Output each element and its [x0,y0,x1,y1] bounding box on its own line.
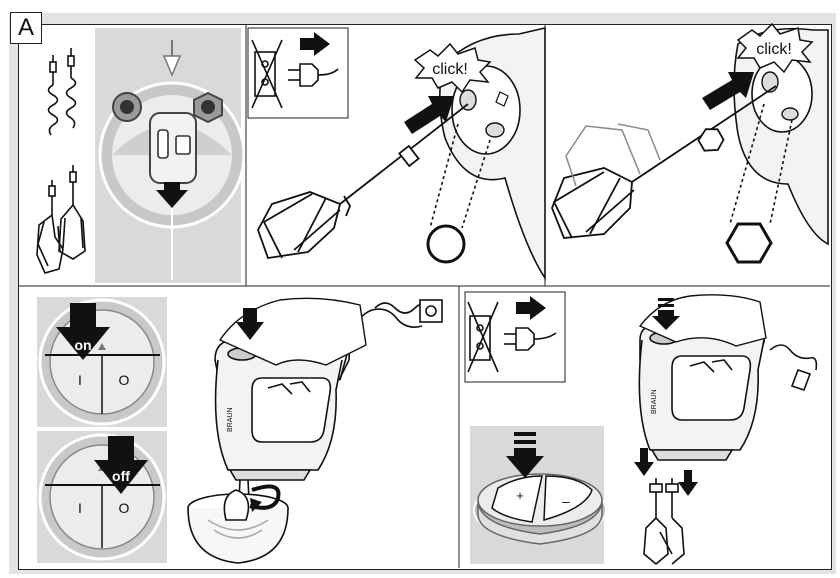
plug-icon [504,327,557,351]
beater-ghost [565,123,661,187]
socket-closeup [95,28,246,283]
switch-mark-1: I [78,372,82,388]
arrow-insert-icon [404,96,454,134]
click-label-1: click! [432,61,468,78]
arrow-down-icon [56,303,110,360]
switch-mark-3: I [78,500,82,516]
beater-icon [643,478,685,566]
arrow-right-icon [516,296,546,320]
arrow-down-icon [94,436,148,494]
click-label-2: click! [756,41,792,58]
arrow-right-icon [300,32,330,56]
click-burst-1: click! [413,42,492,94]
brand-2: BRAUN [651,389,658,414]
plug-icon [374,299,443,323]
switch-mark-4: O [119,500,130,516]
on-label: on [74,337,91,353]
rotate-arrow-icon [249,484,281,512]
off-label: off [112,468,130,484]
plug-icon [288,63,339,87]
unplug-cross-icon [467,301,499,373]
beater-icon [36,165,86,274]
arrow-down-icon [634,448,698,496]
eject-panel: + – BRAUN [464,291,818,566]
figure-label: A [10,12,42,44]
insert-hex-beater-panel: click! [551,22,829,264]
speed-key-plus: + [516,488,524,503]
insert-beaters-panel: click! [247,26,546,281]
beater-icon [551,85,777,239]
brand-1: BRAUN [227,407,234,432]
switch-mark-2: O [119,372,130,388]
speed-key-minus: – [562,493,570,509]
hand-mixer-2: BRAUN [638,323,818,461]
arrow-down-icon [156,182,188,208]
unplug-cross-icon [251,39,283,109]
arrow-down-icon [506,432,544,478]
accessories-panel [36,28,246,283]
hex-socket-icon [725,222,773,264]
arrow-down-icon [236,308,264,340]
bowl [187,489,289,564]
arrow-insert-icon [702,72,754,110]
on-dial: I O on [37,297,167,427]
beater-icon [257,103,469,259]
off-dial: I O off [37,431,167,563]
click-burst-2: click! [736,22,814,74]
dough-hook-icon [47,48,77,136]
hand [638,294,767,347]
arrow-down-icon [652,298,680,330]
eject-closeup: + – [470,426,607,564]
round-socket-icon [426,224,466,264]
operate-panel: I O on I O [37,297,443,564]
